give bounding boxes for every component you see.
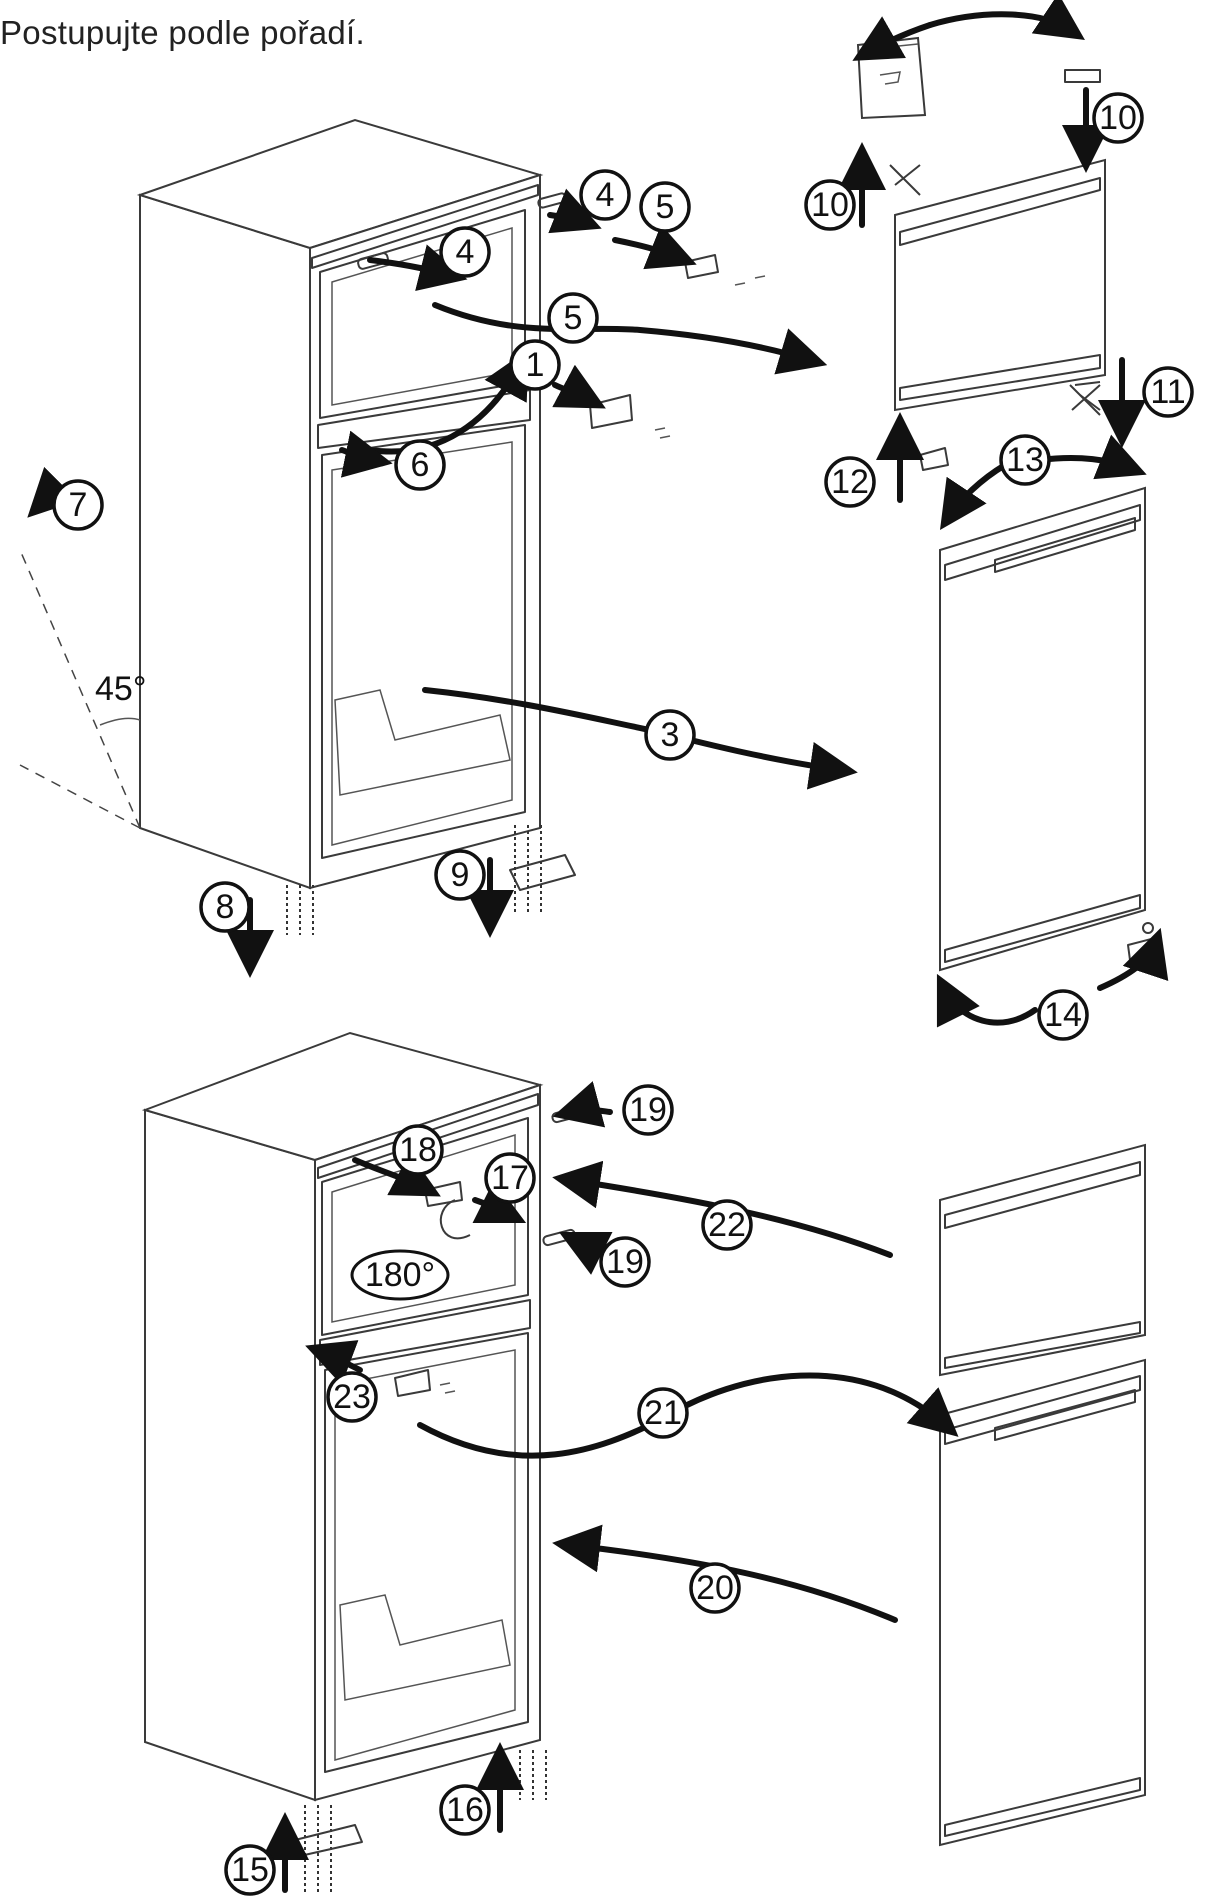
svg-text:20: 20 — [696, 1569, 734, 1607]
step-10b: 10 — [804, 179, 856, 231]
plug-left — [357, 252, 389, 270]
svg-text:8: 8 — [216, 888, 235, 926]
step-9: 9 — [434, 849, 486, 901]
svg-text:5: 5 — [564, 299, 583, 337]
bottom-hinge-part — [509, 825, 576, 915]
svg-text:11: 11 — [1150, 373, 1185, 411]
svg-text:19: 19 — [606, 1243, 644, 1281]
step-11: 11 — [1142, 366, 1194, 418]
step-18: 18 — [392, 1124, 444, 1176]
step-8: 8 — [199, 881, 251, 933]
screws-bottom-16 — [519, 1750, 547, 1800]
step-5b: 5 — [547, 292, 599, 344]
top-hinge-part-bottom — [424, 1181, 471, 1240]
svg-text:1: 1 — [526, 346, 545, 384]
screws-bottom-left — [286, 885, 314, 935]
svg-text:23: 23 — [333, 1378, 371, 1416]
svg-text:10: 10 — [811, 186, 849, 224]
fridge-door-right — [939, 486, 1146, 972]
svg-text:19: 19 — [629, 1091, 667, 1129]
fridge-door-bottom-right — [939, 1358, 1146, 1847]
step-17: 17 — [484, 1152, 536, 1204]
step-20: 20 — [689, 1562, 741, 1614]
step-6: 6 — [394, 439, 446, 491]
svg-text:17: 17 — [491, 1159, 529, 1197]
middle-hinge-part-bottom — [394, 1369, 456, 1397]
svg-text:21: 21 — [644, 1394, 682, 1432]
step-16: 16 — [439, 1784, 491, 1836]
step-15: 15 — [224, 1844, 276, 1896]
step-1: 1 — [509, 339, 561, 391]
svg-text:15: 15 — [231, 1851, 269, 1889]
angle-label: 45° — [95, 670, 146, 708]
svg-text:4: 4 — [596, 176, 615, 214]
crossed-out-icon-2 — [1069, 384, 1101, 416]
step-3: 3 — [644, 709, 696, 761]
svg-text:9: 9 — [451, 856, 470, 894]
plug-bottom-19 — [542, 1228, 576, 1247]
svg-text:12: 12 — [831, 463, 869, 501]
step-10a: 10 — [1092, 92, 1144, 144]
tilt-angle-guides — [19, 549, 141, 829]
svg-text:6: 6 — [411, 446, 430, 484]
rotation-label: 180° — [350, 1249, 450, 1301]
step-13: 13 — [999, 434, 1051, 486]
step-21: 21 — [637, 1387, 689, 1439]
svg-text:10: 10 — [1099, 99, 1137, 137]
freezer-door-top — [894, 158, 1106, 412]
step-22: 22 — [701, 1199, 753, 1251]
step-5a: 5 — [639, 181, 691, 233]
step-12: 12 — [824, 456, 876, 508]
middle-hinge-part — [589, 394, 671, 439]
plug-right — [537, 192, 567, 209]
step-23: 23 — [326, 1371, 378, 1423]
svg-text:180°: 180° — [365, 1256, 435, 1294]
svg-text:13: 13 — [1006, 441, 1044, 479]
step-7: 7 — [52, 479, 104, 531]
svg-text:22: 22 — [708, 1206, 746, 1244]
svg-text:7: 7 — [69, 486, 88, 524]
step-4a: 4 — [439, 226, 491, 278]
crossed-out-icon — [889, 164, 921, 196]
svg-text:3: 3 — [661, 716, 680, 754]
screws-bottom-15 — [294, 1805, 363, 1895]
svg-text:18: 18 — [399, 1131, 437, 1169]
step-19b: 19 — [599, 1236, 651, 1288]
top-hinge-part — [684, 254, 766, 286]
svg-text:5: 5 — [656, 188, 675, 226]
instruction-text: Postupujte podle pořadí. — [0, 14, 365, 51]
svg-text:4: 4 — [456, 233, 475, 271]
freezer-door-bottom-right — [939, 1143, 1146, 1377]
svg-text:14: 14 — [1044, 996, 1082, 1034]
step-19a: 19 — [622, 1084, 674, 1136]
svg-text:16: 16 — [446, 1791, 484, 1829]
step-14: 14 — [1037, 989, 1089, 1041]
door-cap-part — [1064, 69, 1101, 83]
step-4b: 4 — [579, 169, 631, 221]
